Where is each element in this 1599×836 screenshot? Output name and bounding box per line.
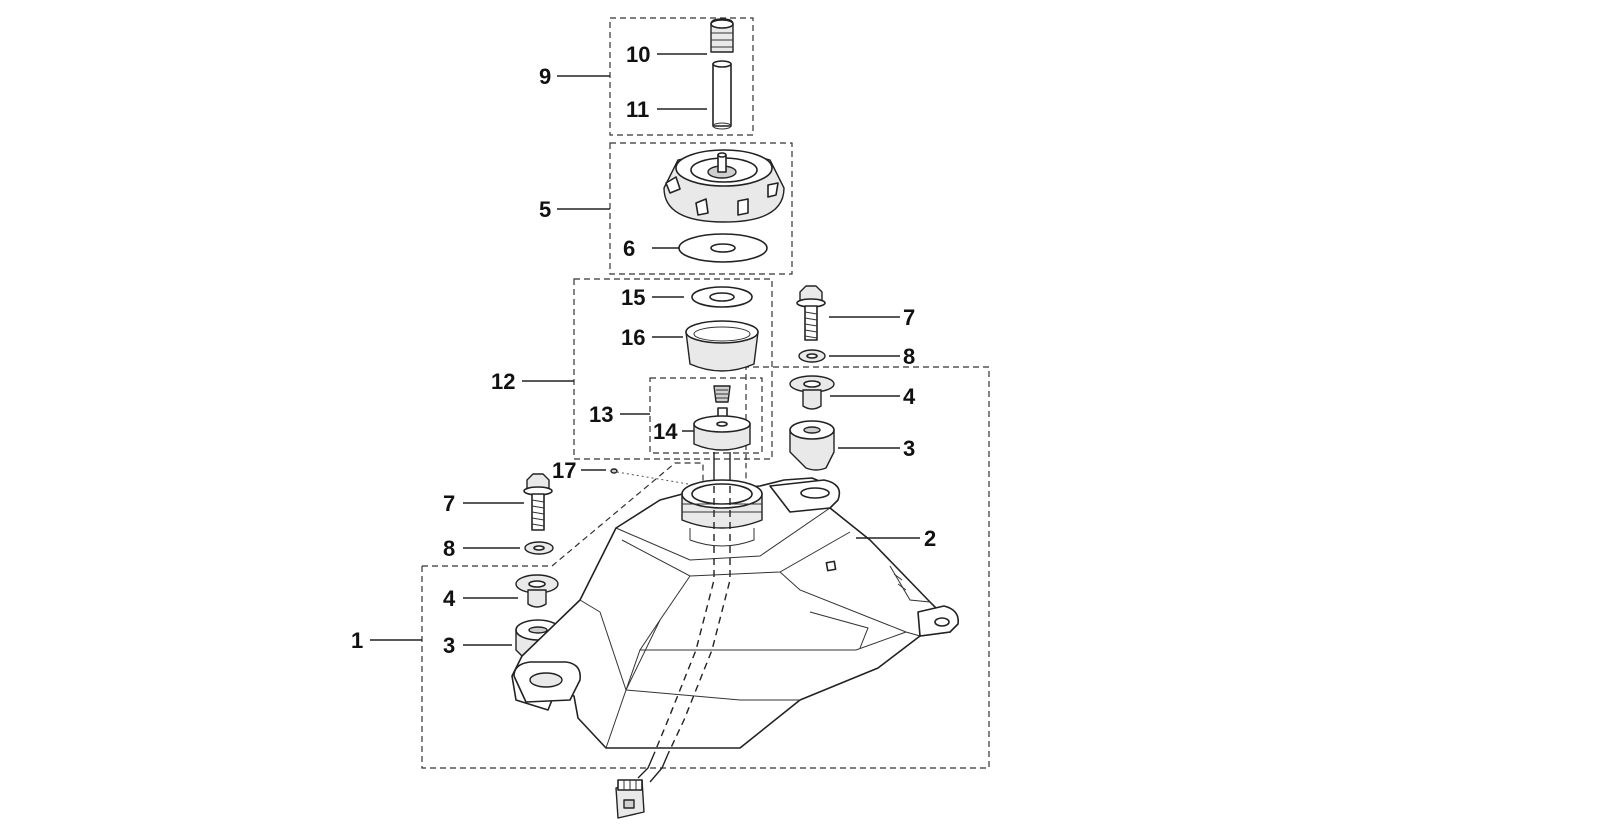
group-box-1-upper xyxy=(422,462,747,567)
callout-7-right: 7 xyxy=(903,305,915,330)
callout-3-right: 3 xyxy=(903,436,915,461)
callout-labels: 9 10 11 5 6 15 16 12 13 14 17 7 8 4 3 2 … xyxy=(351,42,936,658)
fuel-tank-part-2 xyxy=(511,477,960,749)
clip-part-17 xyxy=(610,468,618,474)
cup-part-16 xyxy=(685,320,759,372)
cap-part-10 xyxy=(710,18,734,53)
callout-2: 2 xyxy=(924,526,936,551)
callout-8-left: 8 xyxy=(443,536,455,561)
filler-cap-part-5 xyxy=(663,149,785,223)
callout-8-right: 8 xyxy=(903,344,915,369)
callout-17: 17 xyxy=(552,458,576,483)
washer-part-8-left-hole xyxy=(533,545,545,551)
callout-13: 13 xyxy=(589,402,613,427)
callout-5: 5 xyxy=(539,197,551,222)
callout-7-left: 7 xyxy=(443,491,455,516)
callout-11: 11 xyxy=(626,97,649,122)
washer-part-15-hole xyxy=(709,292,735,302)
callout-4-left: 4 xyxy=(443,586,456,611)
group-box-13 xyxy=(649,377,763,454)
bushing-part-4-right xyxy=(789,375,835,410)
bolt-part-7-right xyxy=(796,285,826,341)
callout-1: 1 xyxy=(351,628,363,653)
clip-part-17-path xyxy=(616,471,701,487)
callout-3-left: 3 xyxy=(443,633,455,658)
bolt-part-7-left xyxy=(523,473,553,531)
gasket-part-6-hole xyxy=(710,243,736,253)
callout-12: 12 xyxy=(491,369,515,394)
callout-6: 6 xyxy=(623,236,635,261)
tube-part-11 xyxy=(712,60,732,130)
grommet-part-3-right xyxy=(789,420,835,471)
valve-part-14 xyxy=(693,385,751,451)
group-box-12 xyxy=(573,278,773,460)
callout-15: 15 xyxy=(621,285,645,310)
callout-16: 16 xyxy=(621,325,645,350)
callout-10: 10 xyxy=(626,42,650,67)
leader-lines xyxy=(370,53,920,646)
fuel-hose xyxy=(637,486,731,783)
washer-part-8-right-hole xyxy=(806,353,818,359)
callout-9: 9 xyxy=(539,64,551,89)
callout-14: 14 xyxy=(653,419,678,444)
callout-4-right: 4 xyxy=(903,384,916,409)
electrical-connector xyxy=(615,779,645,819)
bushing-part-4-left xyxy=(515,574,559,608)
